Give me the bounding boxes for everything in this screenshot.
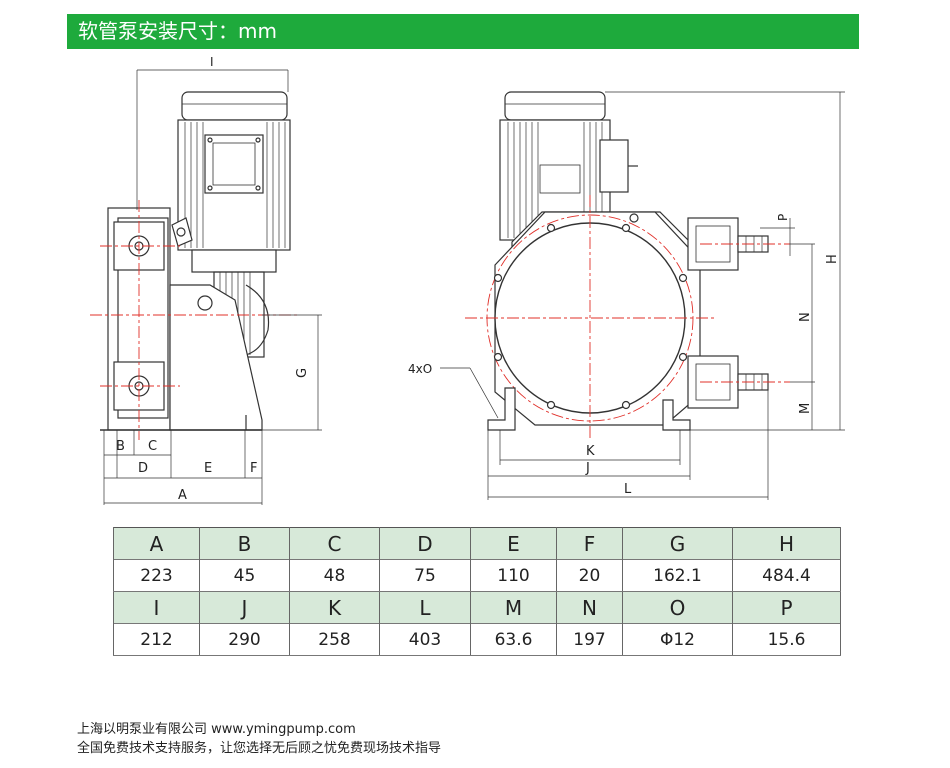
front-view: 4xO P H N M K J L [408,91,845,500]
table-header-cell: H [732,527,841,560]
table-header-cell: F [556,527,623,560]
table-header-cell: P [732,591,841,624]
table-header-cell: L [379,591,471,624]
dim-label-h: H [825,254,840,264]
table-value-cell: 484.4 [732,559,841,592]
dim-label-i: I [210,55,214,69]
table-value-cell: 45 [199,559,290,592]
dim-label-f: F [250,461,257,476]
table-value-cell: 162.1 [622,559,733,592]
table-header-cell: N [556,591,623,624]
dim-label-j: J [585,461,590,476]
table-value-cell: 197 [556,623,623,656]
dim-label-e: E [204,461,212,476]
dim-label-holes: 4xO [408,362,432,376]
table-header-cell: M [470,591,557,624]
footer-service-line: 全国免费技术支持服务，让您选择无后顾之忧免费现场技术指导 [77,741,442,756]
table-header-cell: O [622,591,733,624]
dim-label-d: D [138,461,148,476]
table-value-cell: 110 [470,559,557,592]
table-header-cell: E [470,527,557,560]
table-value-cell: 403 [379,623,471,656]
dim-label-c: C [148,439,157,454]
dim-label-k: K [586,444,595,459]
dim-label-m: M [798,403,813,414]
table-value-cell: 15.6 [732,623,841,656]
table-header-cell: C [289,527,380,560]
footer-company-line: 上海以明泵业有限公司 www.ymingpump.com [77,722,356,737]
table-value-cell: Φ12 [622,623,733,656]
table-value-cell: 20 [556,559,623,592]
table-value-cell: 290 [199,623,290,656]
section-title-bar: 软管泵安装尺寸：mm [67,14,859,49]
dim-label-b: B [116,439,125,454]
table-header-cell: G [622,527,733,560]
pump-installation-drawing: I B C D E F A G [90,55,845,505]
section-title: 软管泵安装尺寸：mm [78,19,277,43]
dim-label-n: N [798,312,813,322]
table-value-cell: 212 [113,623,200,656]
table-header-cell: J [199,591,290,624]
table-header-cell: I [113,591,200,624]
dim-label-g: G [295,368,310,378]
table-value-cell: 223 [113,559,200,592]
dim-label-p: P [776,214,790,221]
dim-label-l: L [624,482,632,497]
table-header-cell: D [379,527,471,560]
table-header-cell: A [113,527,200,560]
table-value-cell: 258 [289,623,380,656]
table-value-cell: 48 [289,559,380,592]
footer: 上海以明泵业有限公司 www.ymingpump.com 全国免费技术支持服务，… [77,720,441,758]
table-header-cell: B [199,527,290,560]
table-value-cell: 75 [379,559,471,592]
side-view: I B C D E F A G [90,55,322,505]
table-header-cell: K [289,591,380,624]
table-value-cell: 63.6 [470,623,557,656]
dim-label-a: A [178,488,187,503]
